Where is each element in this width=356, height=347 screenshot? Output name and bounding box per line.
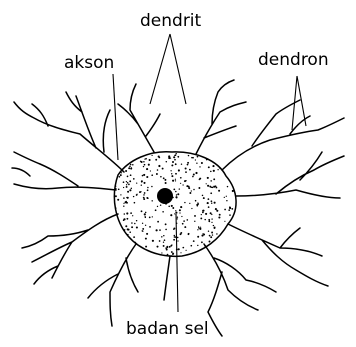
dendrite-top-left: [118, 84, 160, 152]
label-dendrit: dendrit: [140, 11, 202, 31]
nucleus: [157, 188, 173, 204]
dendrite-bottom-right: [204, 244, 276, 336]
labels: dendrit akson dendron badan sel: [64, 11, 329, 339]
leader-dendrit: [150, 34, 186, 104]
dendrite-upper-right: [222, 100, 344, 170]
leader-badan-sel: [176, 214, 178, 312]
label-badan-sel: badan sel: [126, 319, 209, 339]
dendrite-lower-left: [22, 214, 118, 284]
leader-dendron: [292, 76, 306, 130]
leader-akson: [113, 74, 118, 160]
dendrite-bottom-left: [88, 244, 138, 326]
dendrite-left: [12, 152, 116, 190]
leader-lines: [113, 34, 306, 312]
dendrite-top-right: [196, 80, 246, 154]
dendrite-right: [236, 152, 344, 198]
label-akson: akson: [64, 53, 114, 73]
axon: [164, 256, 170, 300]
label-dendron: dendron: [258, 50, 329, 70]
